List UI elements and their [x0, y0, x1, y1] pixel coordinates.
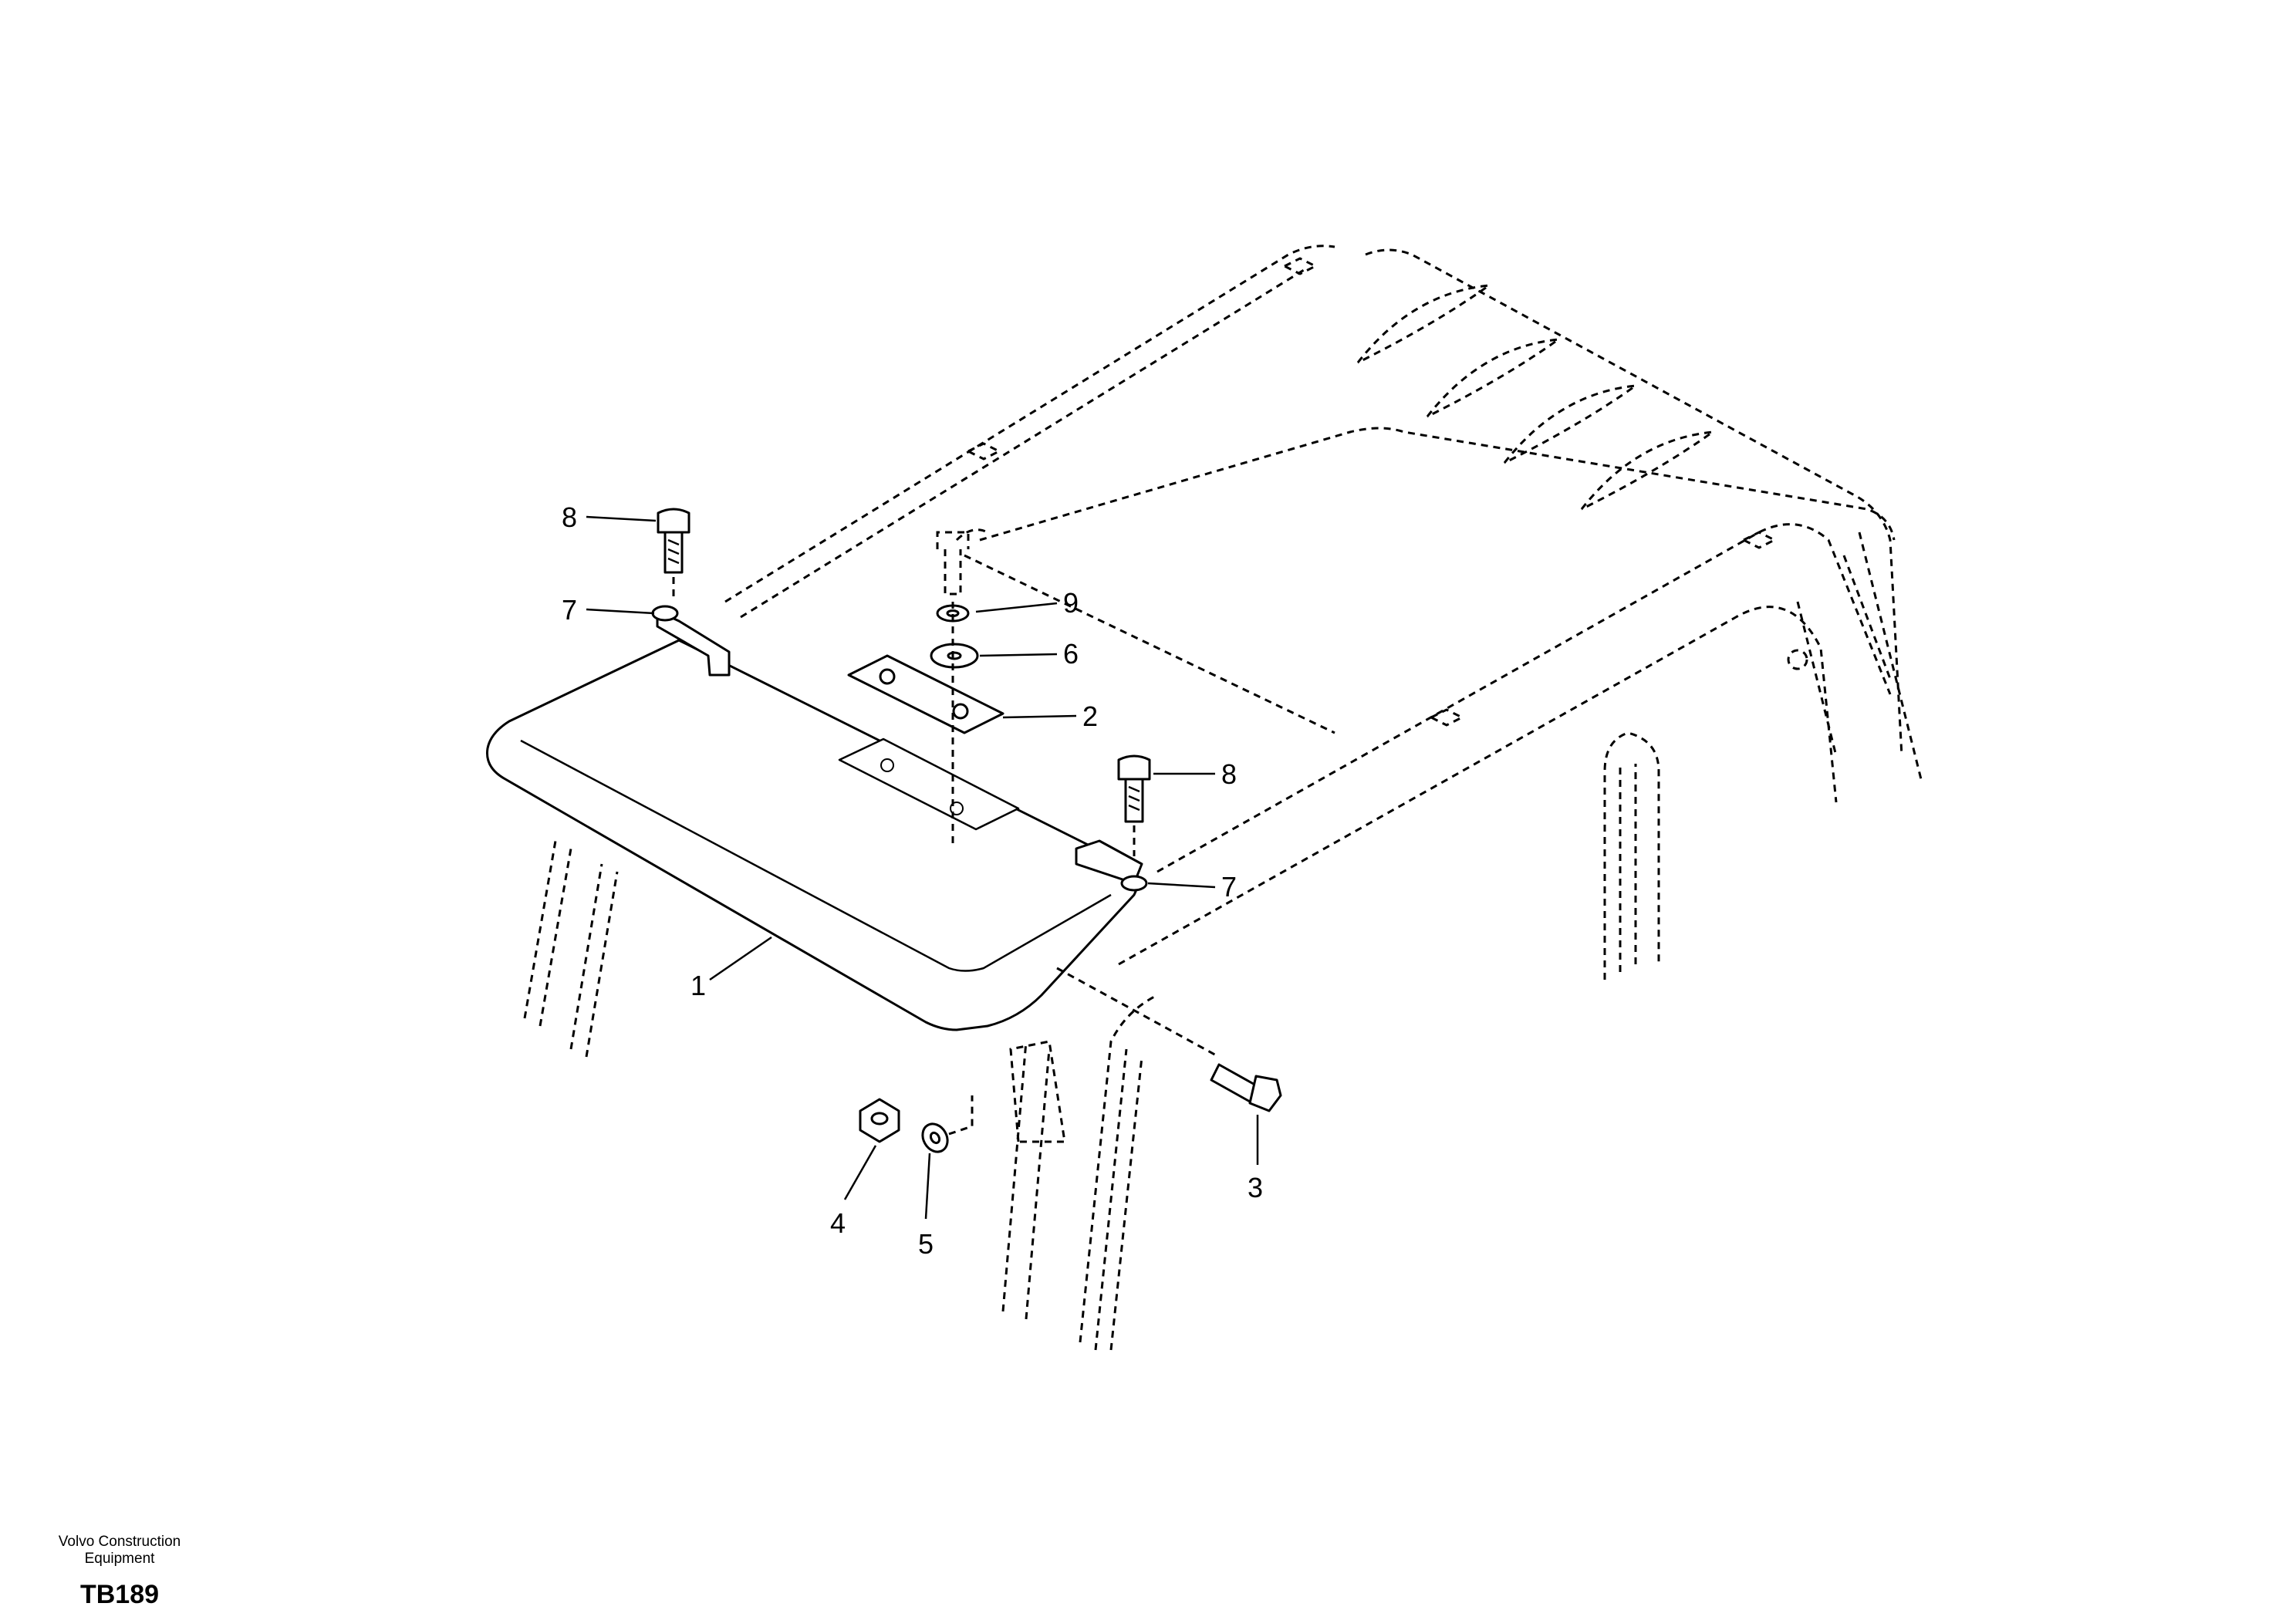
callout-8-upper: 8: [562, 501, 577, 533]
bolt-part-8-left: [657, 508, 690, 602]
callout-3: 3: [1248, 1172, 1263, 1203]
callout-1: 1: [690, 970, 706, 1001]
callout-labels: 8 7 9 6 2 8 7 1 3 4 5: [562, 501, 1263, 1260]
callout-8-right: 8: [1221, 758, 1237, 790]
manufacturer-name-line2: Equipment: [84, 1551, 155, 1567]
bolt-hidden: [936, 531, 970, 845]
bolt-part-8-right: [1117, 754, 1151, 856]
callout-6: 6: [1063, 638, 1079, 670]
nut-part-4: [859, 1098, 900, 1143]
callout-5: 5: [918, 1228, 934, 1260]
manufacturer-name-line1: Volvo Construction: [58, 1534, 181, 1550]
footer-block: Volvo Construction Equipment TB189: [31, 1534, 208, 1610]
callout-7-upper: 7: [562, 594, 577, 626]
callout-7-right: 7: [1221, 871, 1237, 903]
callout-2: 2: [1082, 700, 1098, 732]
washer-part-6-hole: [947, 651, 962, 660]
bracket-part-7-right: [1075, 839, 1148, 892]
washer-part-5: [921, 1095, 974, 1153]
plate-part-2: [847, 654, 1004, 734]
diagram-code: TB189: [79, 1580, 160, 1609]
bolt-part-3: [1056, 967, 1282, 1112]
callout-9: 9: [1063, 587, 1079, 619]
leader-lines: [586, 515, 1259, 1220]
callout-4: 4: [830, 1207, 846, 1239]
